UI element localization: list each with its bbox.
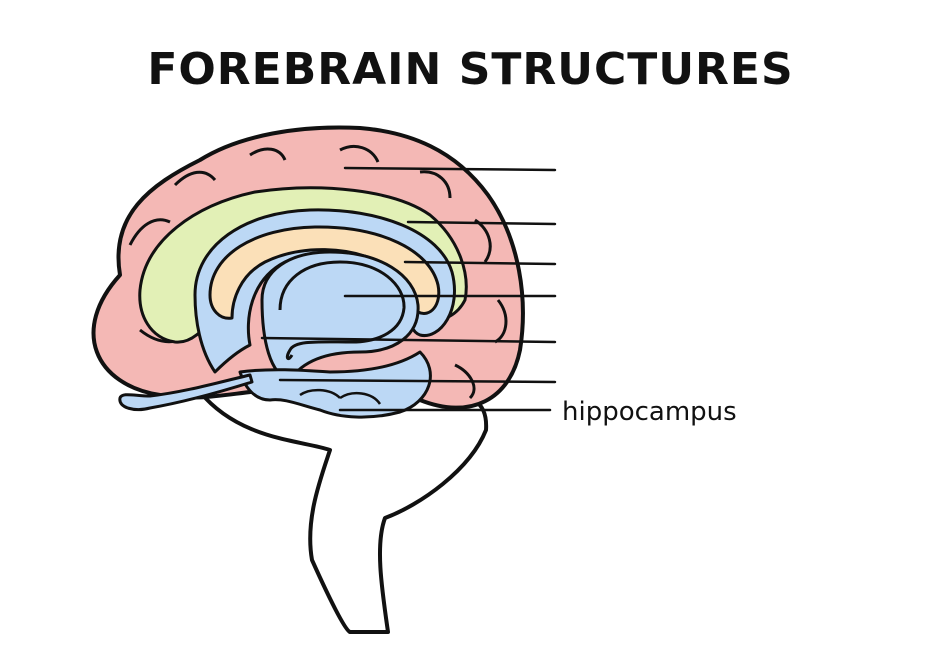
hippocampus-region (238, 350, 432, 419)
page-title: FOREBRAIN STRUCTURES (147, 44, 794, 95)
hippocampus-curl (299, 388, 382, 405)
leader-line-hypothalamus (278, 378, 557, 384)
fornix (278, 260, 406, 361)
leader-line-fornix (260, 336, 557, 344)
brainstem-outline (198, 390, 489, 634)
leader-line-cortex (343, 166, 557, 172)
leader-lines (260, 166, 557, 412)
leader-line-cingulate (406, 220, 557, 226)
label-hippocampus: hippocampus (562, 397, 737, 427)
olfactory-bulb (118, 373, 254, 412)
leader-line-corpus-callosum (403, 260, 557, 266)
